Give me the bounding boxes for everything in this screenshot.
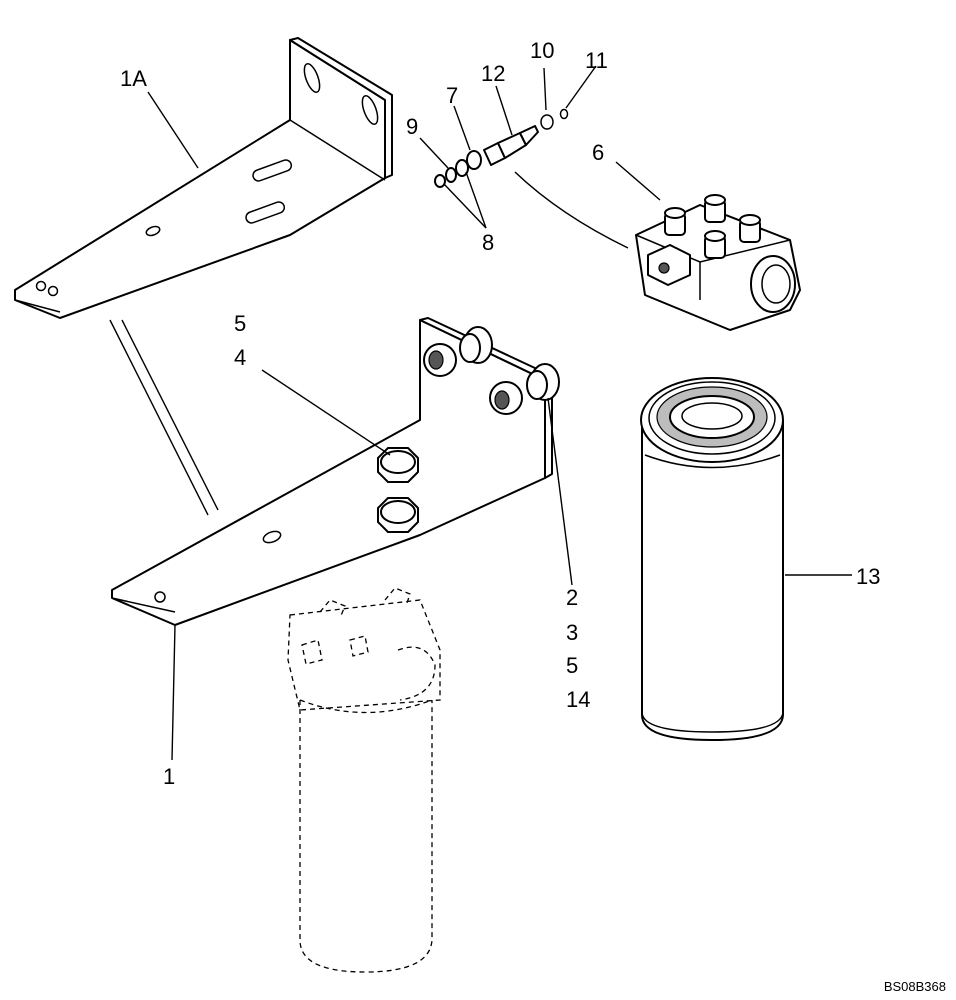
leader-11 (565, 65, 597, 109)
callout-1: 1 (163, 764, 175, 789)
reference-code: BS08B368 (884, 979, 946, 994)
leader-7 (453, 105, 471, 151)
callout-14: 14 (566, 687, 590, 712)
callout-6: 6 (592, 140, 604, 165)
callout-5-top: 5 (234, 311, 246, 336)
callout-8: 8 (482, 230, 494, 255)
bracket-bolt-upper (377, 447, 419, 483)
callout-2: 2 (566, 585, 578, 610)
filter-head (635, 194, 801, 331)
callout-1a: 1A (120, 66, 147, 91)
leader-8b (465, 171, 487, 229)
callout-11: 11 (585, 48, 608, 73)
leader-12 (495, 85, 513, 136)
flange-nut-top (423, 326, 493, 377)
lower-bracket-1 (111, 317, 553, 626)
leader-8a (443, 183, 487, 229)
sensor-wire (514, 171, 629, 249)
leader-2 (547, 397, 573, 586)
twin-leader-a (109, 319, 209, 516)
callout-5-bottom: 5 (566, 653, 578, 678)
upper-bracket-1a (14, 37, 393, 319)
leader-1a (147, 91, 199, 169)
bracket-bolt-lower (377, 497, 419, 533)
leader-6 (615, 161, 661, 201)
leader-9 (419, 137, 449, 169)
callout-7: 7 (446, 83, 458, 108)
callout-13: 13 (856, 564, 880, 589)
sensor-fitting-stack (434, 108, 569, 188)
callout-3: 3 (566, 620, 578, 645)
leader-10 (543, 67, 547, 111)
twin-leader-b (121, 319, 219, 511)
leader-4 (261, 369, 391, 456)
filter-canister (640, 377, 784, 741)
callout-12: 12 (481, 61, 505, 86)
callout-4: 4 (234, 345, 246, 370)
callout-9: 9 (406, 114, 418, 139)
phantom-filter-assembly (287, 587, 441, 973)
callout-10: 10 (530, 38, 554, 63)
leader-1 (171, 624, 176, 761)
flange-nut-middle (489, 363, 560, 415)
